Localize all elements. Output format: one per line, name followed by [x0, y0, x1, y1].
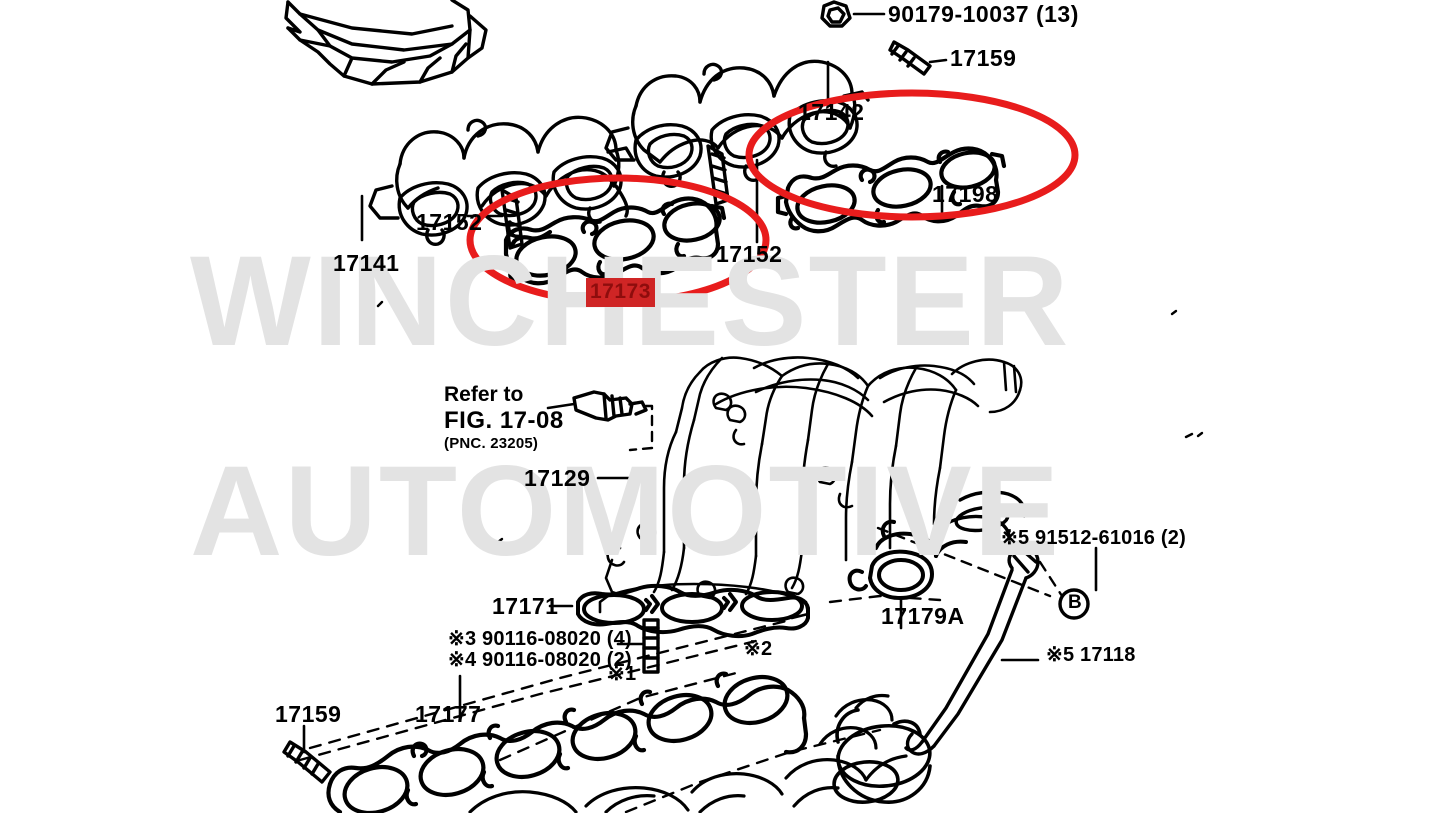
exhaust-collector: [832, 708, 932, 804]
artifact-mark-2: [1184, 431, 1204, 439]
callout-17152-left: 17152: [416, 209, 483, 235]
dashed-line-star1-lower: [298, 638, 762, 762]
artifact-mark-1: [376, 300, 384, 308]
nut-90179-10037: [820, 0, 852, 28]
refer-line-1: Refer to: [444, 383, 524, 406]
rod-17118: [904, 545, 1040, 756]
artifact-mark-5: [496, 537, 504, 544]
stud-90116: [642, 618, 660, 674]
callout-17198: 17198: [932, 181, 999, 207]
callout-17159-bottom: 17159: [275, 701, 342, 727]
leader-17159-top: [928, 58, 948, 64]
callout-17177: 17177: [415, 701, 482, 727]
dashed-line-star1-upper: [308, 618, 792, 750]
artifact-mark-3: [1170, 309, 1178, 316]
intake-manifold-17129: [598, 356, 1023, 620]
dashed-b-link-2: [1038, 560, 1064, 598]
watermark-line-2: AUTOMOTIVE: [190, 440, 1061, 583]
callout-90179-10037: 90179-10037 (13): [888, 1, 1079, 27]
dashed-b-link-1: [876, 526, 1052, 598]
sensor-23205: [572, 390, 648, 422]
callout-17142: 17142: [798, 99, 865, 125]
stud-17152-right: [706, 144, 730, 206]
callout-17129: 17129: [524, 465, 591, 491]
refer-line-2: FIG. 17-08: [444, 407, 564, 434]
circle-b-label: B: [1068, 592, 1082, 613]
artifact-mark-4: [415, 536, 423, 543]
callout-17173-highlighted: 17173: [586, 278, 655, 307]
callout-17152-right: 17152: [716, 241, 783, 267]
refer-to-block: Refer to FIG. 17-08 (PNC. 23205): [444, 383, 564, 452]
callout-17118: ※5 17118: [1046, 644, 1136, 666]
stud-17159-top: [888, 40, 932, 76]
dashed-sensor-link: [628, 404, 654, 452]
gasket-ring-right: [938, 490, 1027, 546]
dashed-line-flange: [828, 594, 942, 604]
callout-star-1: ※1: [608, 663, 637, 685]
callout-17141: 17141: [333, 250, 400, 276]
callout-star-2: ※2: [744, 638, 773, 660]
callout-17159-top: 17159: [950, 45, 1017, 71]
dashed-line-collector: [624, 728, 882, 813]
exhaust-manifold-17177: [326, 671, 809, 813]
gasket-17173: [503, 196, 727, 286]
highlight-ellipse-right: [745, 89, 1079, 221]
circle-b-marker: [1058, 588, 1090, 620]
callout-90116-08020-4: ※3 90116-08020 (4): [448, 628, 632, 650]
dashed-line-star2: [498, 670, 742, 762]
callout-17179A: 17179A: [881, 603, 965, 629]
callout-17171: 17171: [492, 593, 559, 619]
gasket-17179A: [847, 519, 968, 600]
callout-90116-08020-2: ※4 90116-08020 (2): [448, 649, 632, 671]
stud-17159-bottom: [282, 740, 332, 784]
gasket-17198: [775, 146, 1007, 234]
callout-91512-61016: ※5 91512-61016 (2): [1001, 527, 1186, 549]
refer-line-3: (PNC. 23205): [444, 435, 539, 452]
heat-shield-part: [284, 0, 488, 86]
leader-sensor: [546, 402, 576, 410]
